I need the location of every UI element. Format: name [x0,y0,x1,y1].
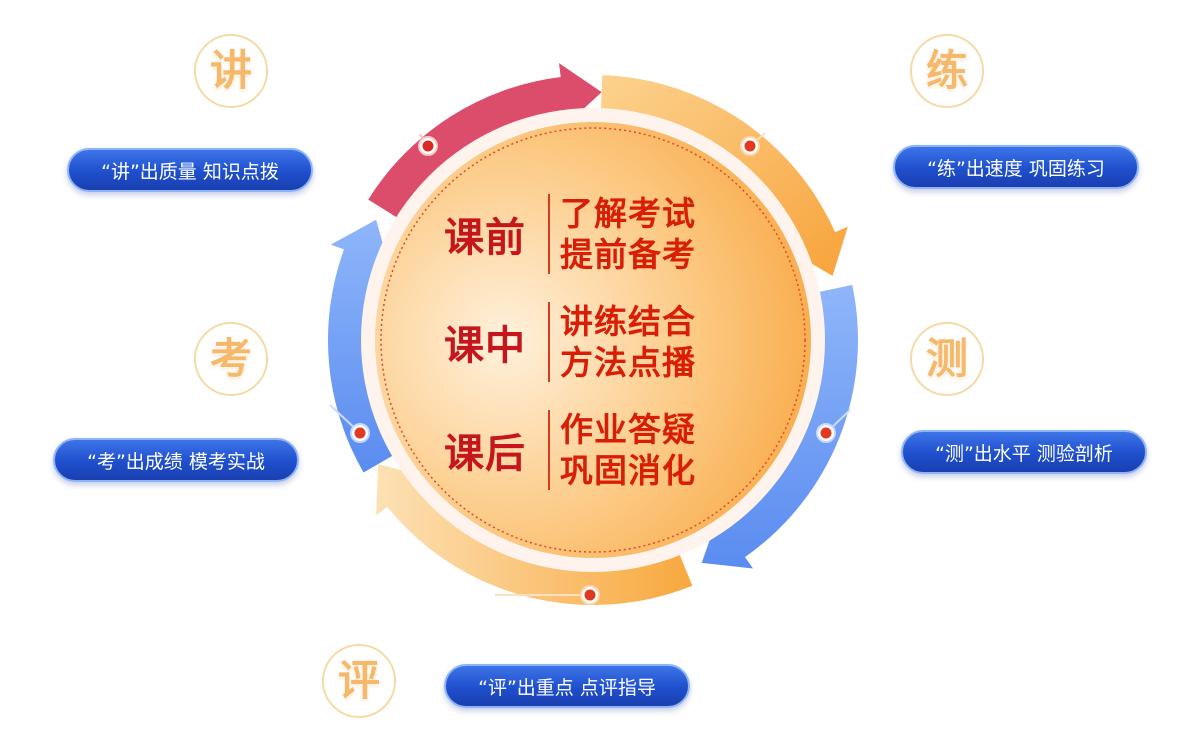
pill-lian: “练”出速度 巩固练习 [893,145,1139,189]
arc-segment-blue-left [327,219,393,473]
core-circle [375,122,811,558]
pill-ping: “评”出重点 点评指导 [444,664,690,708]
badge-glyph: 考 [209,334,252,383]
badge-glyph: 讲 [209,46,252,95]
pill-ce: “测”出水平 测验剖析 [901,430,1147,474]
badge-glyph: 测 [925,334,968,383]
pill-jiang: “讲”出质量 知识点拨 [67,148,313,192]
pill-kao: “考”出成绩 模考实战 [53,438,299,482]
badge-kao: 考 [194,322,268,396]
stage-divider [548,194,550,274]
badge-glyph: 评 [337,656,380,705]
stage-line: 了解考试 [560,194,696,233]
stage-after-class: 课后 作业答疑 巩固消化 [444,409,696,491]
stage-lines: 了解考试 提前备考 [560,193,696,275]
stage-line: 作业答疑 [560,410,696,449]
arc-segment-orange [601,75,848,276]
stage-line: 提前备考 [560,235,696,274]
stage-during-class: 课中 讲练结合 方法点播 [444,301,696,383]
stage-divider [548,410,550,490]
stage-line: 方法点播 [560,343,696,382]
marker-dots [350,136,836,605]
stage-line: 讲练结合 [560,302,696,341]
core-dotted-ring [380,127,806,553]
stage-line: 巩固消化 [560,451,696,490]
stage-lines: 作业答疑 巩固消化 [560,409,696,491]
stage-title: 课中 [444,323,526,369]
stage-before-class: 课前 了解考试 提前备考 [444,193,696,275]
badge-ce: 测 [910,322,984,396]
stage-lines: 讲练结合 方法点播 [560,301,696,383]
stage-title: 课前 [444,215,526,261]
badge-lian: 练 [910,34,984,108]
badge-jiang: 讲 [194,34,268,108]
badge-ping: 评 [322,644,396,718]
stage-title: 课后 [444,431,526,477]
badge-glyph: 练 [925,46,968,95]
stage-divider [548,302,550,382]
